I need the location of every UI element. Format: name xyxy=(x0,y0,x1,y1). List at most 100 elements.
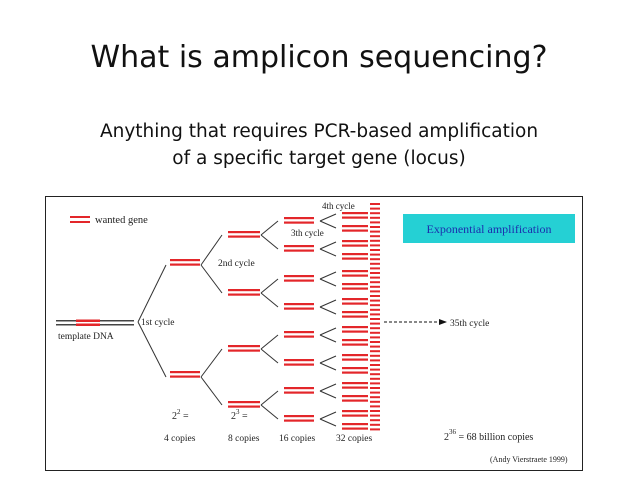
gene-stack-line xyxy=(370,313,380,316)
gene-stack-line xyxy=(370,318,380,320)
gene-pair-cycle-2 xyxy=(228,235,260,238)
gene-pair-cycle-4 xyxy=(342,311,368,314)
gene-pair-cycle-4 xyxy=(342,283,368,286)
gene-stack-line xyxy=(370,207,380,210)
gene-stack-line xyxy=(370,377,380,380)
gene-stack-line xyxy=(370,405,380,408)
gene-stack-line xyxy=(370,400,380,403)
gene-stack-line xyxy=(370,276,380,279)
gene-pair-cycle-4 xyxy=(342,382,368,385)
gene-stack-line xyxy=(370,322,380,325)
gene-pair-cycle-4 xyxy=(342,212,368,215)
gene-pair-cycle-1 xyxy=(170,259,200,262)
gene-stack-line xyxy=(370,308,380,311)
gene-pair-cycle-4 xyxy=(342,326,368,329)
badge-text: Exponential amplification xyxy=(427,222,552,236)
gene-stack-line xyxy=(370,396,380,399)
gene-pair-cycle-4 xyxy=(342,395,368,398)
gene-pair-cycle-2 xyxy=(228,401,260,404)
gene-pair-cycle-2 xyxy=(228,231,260,234)
gene-stack-line xyxy=(370,249,380,251)
gene-pair-cycle-4 xyxy=(342,225,368,228)
gene-stack-line xyxy=(370,299,380,302)
branch-line xyxy=(319,355,337,364)
gene-pair-cycle-3 xyxy=(284,363,314,366)
gene-stack-line xyxy=(370,345,380,348)
gene-pair-cycle-3 xyxy=(284,359,314,362)
branch-line xyxy=(200,376,223,406)
branch-line xyxy=(319,278,337,287)
branch-line xyxy=(319,411,337,420)
gene-pair-cycle-4 xyxy=(342,216,368,219)
gene-stack-line xyxy=(370,221,380,224)
branch-line xyxy=(260,292,279,308)
gene-stack-line xyxy=(370,239,380,242)
gene-stack-line xyxy=(370,410,380,412)
branch-line xyxy=(319,383,337,392)
gene-stack-line xyxy=(370,235,380,238)
template-gene-a xyxy=(76,319,100,322)
copies-4: 4 copies xyxy=(164,434,196,444)
gene-stack-line xyxy=(370,304,380,307)
copies-8: 8 copies xyxy=(228,434,260,444)
branch-line xyxy=(260,278,279,294)
gene-stack-line xyxy=(370,295,380,297)
gene-pair-cycle-3 xyxy=(284,279,314,282)
figure-credit: (Andy Vierstraete 1999) xyxy=(490,455,568,464)
branch-line xyxy=(319,418,337,427)
gene-pair-cycle-4 xyxy=(342,358,368,361)
gene-stack-line xyxy=(370,428,380,431)
branch-line xyxy=(260,234,279,250)
gene-stack-line xyxy=(370,350,380,353)
subtitle-line-2: of a specific target gene (locus) xyxy=(172,148,466,169)
branch-line xyxy=(319,271,337,280)
gene-stack-line xyxy=(370,267,380,270)
gene-stack-line xyxy=(370,368,380,371)
gene-pair-cycle-4 xyxy=(342,423,368,426)
branch-line xyxy=(260,348,279,364)
branch-line xyxy=(319,362,337,371)
gene-pair-cycle-3 xyxy=(284,331,314,334)
gene-pair-cycle-3 xyxy=(284,303,314,306)
final-cycle-arrow: 35th cycle xyxy=(384,319,489,329)
power-2-squared: 22 = xyxy=(172,408,189,422)
gene-pair-cycle-3 xyxy=(284,391,314,394)
gene-pair-cycle-4 xyxy=(342,240,368,243)
gene-pair-cycle-4 xyxy=(342,427,368,430)
gene-pair-cycle-3 xyxy=(284,245,314,248)
gene-pair-cycle-4 xyxy=(342,371,368,374)
cycle-label-1: 1st cycle xyxy=(141,318,175,328)
branch-line xyxy=(200,264,223,294)
power-2-36: 236 = 68 billion copies xyxy=(444,428,533,443)
branch-line xyxy=(319,306,337,315)
gene-pair-cycle-1 xyxy=(170,263,200,266)
gene-stack-line xyxy=(370,373,380,376)
pcr-diagram: wanted gene Exponential amplification te… xyxy=(45,196,583,471)
gene-stack-line xyxy=(370,354,380,357)
cycle-label-3: 3th cycle xyxy=(291,228,324,238)
gene-stack-line xyxy=(370,230,380,233)
branch-line xyxy=(137,264,167,323)
gene-stack-line xyxy=(370,419,380,422)
template-label: template DNA xyxy=(58,332,114,342)
gene-pair-cycle-4 xyxy=(342,343,368,346)
gene-stack-line xyxy=(370,244,380,247)
gene-pair-cycle-3 xyxy=(284,249,314,252)
gene-stack-line xyxy=(370,253,380,256)
gene-stack-line xyxy=(370,272,380,274)
pcr-diagram-svg: wanted gene Exponential amplification te… xyxy=(56,201,575,464)
legend-gene-line-b xyxy=(70,221,90,223)
gene-pair-cycle-2 xyxy=(228,405,260,408)
gene-stack-line xyxy=(370,336,380,339)
power-2-cubed: 23 = xyxy=(231,408,248,422)
gene-pair-cycle-4 xyxy=(342,298,368,301)
gene-pair-cycle-4 xyxy=(342,399,368,402)
subtitle-line-1: Anything that requires PCR-based amplifi… xyxy=(99,121,539,142)
slide-title: What is amplicon sequencing? xyxy=(90,40,548,75)
gene-pair-cycle-2 xyxy=(228,293,260,296)
cycle-label-4: 4th cycle xyxy=(322,201,355,211)
gene-stack-line xyxy=(370,216,380,219)
gene-pair-cycle-3 xyxy=(284,275,314,278)
legend-label: wanted gene xyxy=(95,215,148,226)
gene-stack-line xyxy=(370,262,380,265)
